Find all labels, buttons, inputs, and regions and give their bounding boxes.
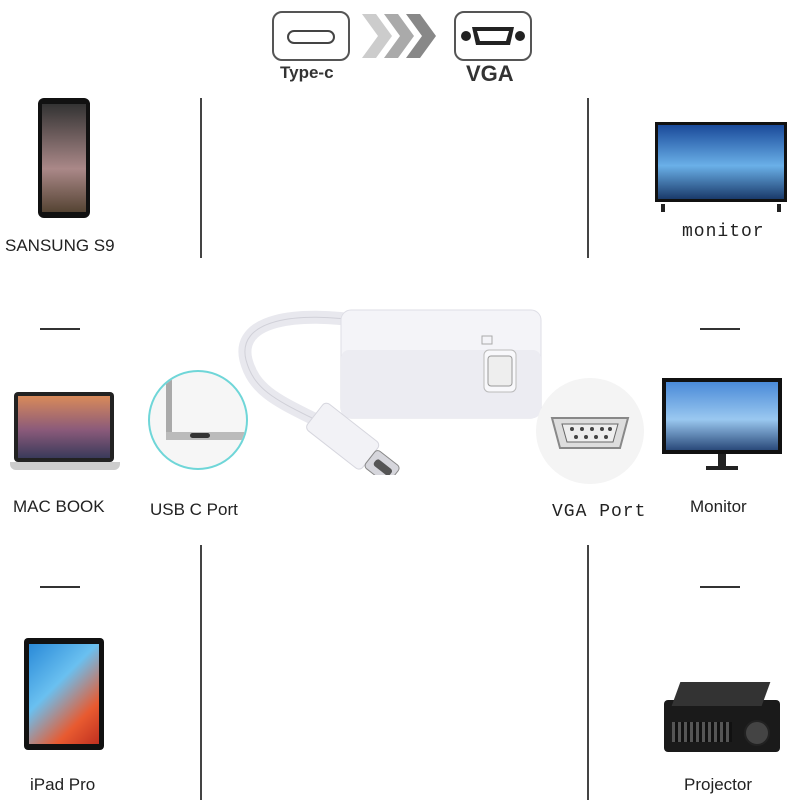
separator: [40, 586, 80, 588]
device-label: SANSUNG S9: [5, 236, 115, 255]
device-label: iPad Pro: [30, 775, 96, 794]
usb-c-port-callout: [148, 370, 248, 470]
type-c-icon-box: [272, 11, 350, 61]
vga-port-icon: [550, 417, 630, 449]
tv-icon: [655, 122, 787, 214]
divider: [587, 545, 589, 800]
device-label: Projector: [684, 775, 753, 794]
device-label: monitor: [682, 222, 765, 242]
type-c-label: Type-c: [280, 63, 334, 82]
laptop-icon: [10, 392, 120, 474]
device-label: Monitor: [690, 497, 747, 516]
vga-label: VGA: [466, 61, 514, 86]
separator: [700, 328, 740, 330]
divider: [200, 98, 202, 258]
divider: [200, 545, 202, 800]
usb-c-to-vga-adapter: [238, 309, 542, 475]
vga-icon-box: [454, 11, 532, 61]
monitor-icon: [662, 378, 782, 474]
triple-chevron-right-icon: [362, 14, 436, 58]
device-label: MAC BOOK: [13, 497, 105, 516]
vga-port-label: VGA Port: [552, 502, 647, 522]
divider: [587, 98, 589, 258]
vga-port-callout: [536, 378, 644, 484]
usb-c-port-icon: [287, 30, 335, 44]
separator: [40, 328, 80, 330]
tablet-icon: [24, 638, 104, 750]
usb-c-port-label: USB C Port: [150, 500, 238, 519]
projector-icon: [664, 682, 780, 752]
smartphone-icon: [38, 98, 90, 218]
separator: [700, 586, 740, 588]
vga-port-icon: [461, 27, 525, 45]
